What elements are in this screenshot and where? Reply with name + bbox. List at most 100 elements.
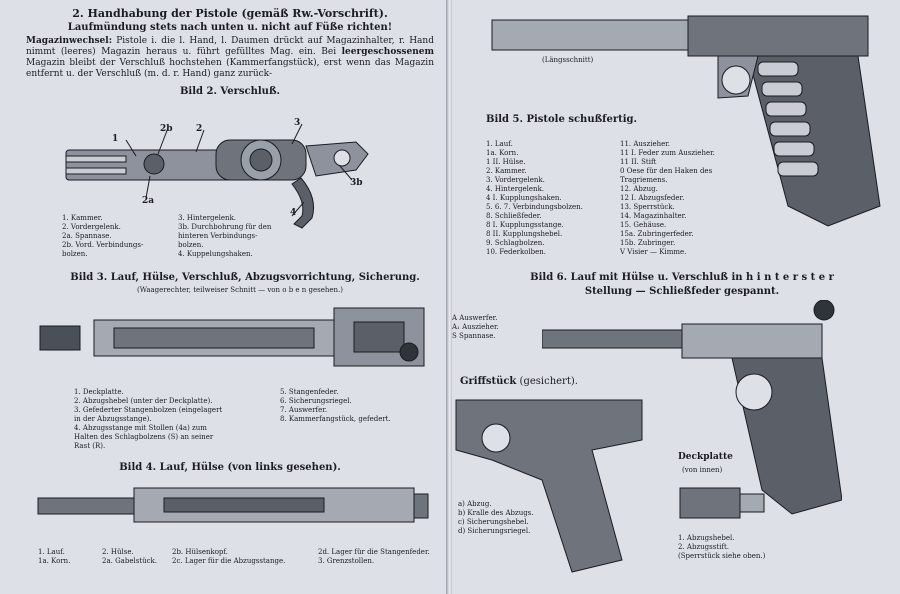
page-title: 2. Handhabung der Pistole (gemäß Rw.-Vor… <box>72 7 388 20</box>
griffstueck-caption-rest: (gesichert). <box>519 376 578 387</box>
paragraph-text-1: Pistole i. die l. Hand, l. Daumen drückt… <box>26 36 434 57</box>
legend-item <box>280 424 420 433</box>
deckplatte-legend: 1. Abzugshebel. 2. Abzugsstift. (Sperrst… <box>678 534 858 561</box>
legend-item: Tragriemens. <box>620 176 668 184</box>
bild2-label-1: 1 <box>112 134 119 144</box>
deckplatte-drawing <box>679 487 765 519</box>
griffstueck-caption: Griffstück (gesichert). <box>460 376 578 388</box>
bild6-pistol-drawing <box>542 300 842 515</box>
legend-item: 9. Schlagbolzen. <box>486 239 545 247</box>
bild6-caption-line2: Stellung — Schließfeder gespannt. <box>584 286 780 297</box>
legend-item: 0 Oese für den Haken des <box>620 167 713 175</box>
left-page: 2. Handhabung der Pistole (gemäß Rw.-Vor… <box>0 0 448 594</box>
magazine-paragraph: Magazinwechsel: Pistole i. die l. Hand, … <box>26 36 434 80</box>
bild2-label-2: 2 <box>196 124 203 134</box>
legend-item: 3. Grenzstollen. <box>318 557 375 565</box>
legend-item: 3. Hintergelenk. <box>178 214 237 222</box>
bild4-legend: 1. Lauf. 2. Hülse. 2b. Hülsenkopf. 2d. L… <box>38 548 438 566</box>
legend-item: S Spannase. <box>452 332 496 340</box>
legend-item: 2a. Spannase. <box>62 232 112 240</box>
legend-item: hinteren Verbindungs- <box>178 232 258 240</box>
legend-item: 2b. Hülsenkopf. <box>172 548 228 556</box>
bild1-label: (Längsschnitt) <box>542 56 594 64</box>
legend-item: 1. Lauf. <box>486 140 513 148</box>
legend-item: 14. Magazinhalter. <box>620 212 687 220</box>
paragraph-lead: Magazinwechsel: <box>26 36 113 46</box>
legend-item: 11. Auszieher. <box>620 140 671 148</box>
legend-item: 4. Abzugsstange mit Stollen (4a) zum <box>74 424 207 432</box>
legend-item: 11 II. Stift <box>620 158 657 166</box>
legend-item: 2. Abzugsstift. <box>678 543 729 551</box>
bild2-legend: 1. Kammer. 3. Hintergelenk. 2. Vordergel… <box>62 214 292 259</box>
bild2-bolt-drawing <box>65 123 369 229</box>
bild4-barrel-drawing <box>37 487 429 523</box>
legend-item: 11 I. Feder zum Auszieher. <box>620 149 715 157</box>
legend-item: 3b. Durchbohrung für den <box>178 223 272 231</box>
legend-item: 1. Lauf. <box>38 548 65 556</box>
bild2-label-2b: 2b <box>160 124 173 134</box>
gutter <box>446 0 454 594</box>
bild6-legend: A Auswerfer. A₁ Auszieher. S Spannase. <box>452 314 542 341</box>
bild3-caption: Bild 3. Lauf, Hülse, Verschluß, Abzugsvo… <box>70 272 420 283</box>
bild5-legend: 1. Lauf. 11. Auszieher. 1a. Korn. 11 I. … <box>486 140 756 257</box>
bild3-legend: 1. Deckplatte. 5. Stangenfeder. 2. Abzug… <box>74 388 414 451</box>
legend-item: bolzen. <box>62 250 88 258</box>
bild3-section-drawing <box>39 307 425 367</box>
bild5-caption: Bild 5. Pistole schußfertig. <box>486 114 638 125</box>
legend-item: 10. Federkolben. <box>486 248 546 256</box>
legend-item: 12. Abzug. <box>620 185 658 193</box>
legend-item: 1. Deckplatte. <box>74 388 124 396</box>
legend-item: 2b. Vord. Verbindungs- <box>62 241 144 249</box>
legend-item: a) Abzug. <box>458 500 492 508</box>
paragraph-bold: leergeschossenem <box>341 47 434 57</box>
legend-item: 2c. Lager für die Abzugsstange. <box>172 557 286 565</box>
bild1-pistol-section <box>491 15 881 227</box>
legend-item: 5. 6. 7. Verbindungsbolzen. <box>486 203 583 211</box>
legend-item: 8 I. Kupplungsstange. <box>486 221 564 229</box>
legend-item: 15. Gehäuse. <box>620 221 667 229</box>
bild2-label-2a: 2a <box>142 196 155 206</box>
legend-item: 2d. Lager für die Stangenfeder. <box>318 548 430 556</box>
legend-item: bolzen. <box>178 241 204 249</box>
legend-item: 4. Kuppelungshaken. <box>178 250 253 258</box>
legend-item: c) Sicherungshebel. <box>458 518 529 526</box>
legend-item: 12 I. Abzugsfeder. <box>620 194 685 202</box>
legend-item: A₁ Auszieher. <box>452 323 499 331</box>
legend-item: 4. Hintergelenk. <box>486 185 545 193</box>
bild2-caption: Bild 2. Verschluß. <box>179 86 281 97</box>
legend-item: 1 II. Hülse. <box>486 158 526 166</box>
legend-item: 8 II. Kupplungshebel. <box>486 230 563 238</box>
legend-item: 2. Kammer. <box>486 167 527 175</box>
legend-item: 8. Schließfeder. <box>486 212 542 220</box>
deckplatte-subcaption: (von innen) <box>682 466 723 474</box>
legend-item: V Visier — Kimme. <box>620 248 687 256</box>
legend-item: Halten des Schlagbolzens (S) an seiner <box>74 433 214 441</box>
right-page: (Längsschnitt) Bild 5. Pistole schußfert… <box>452 0 900 594</box>
paragraph-text-2: Magazin bleibt der Verschluß hochstehen … <box>26 58 434 79</box>
legend-item: 13. Sperrstück. <box>620 203 675 211</box>
legend-item: 5. Stangenfeder. <box>280 388 339 396</box>
legend-item: A Auswerfer. <box>452 314 498 322</box>
legend-item <box>280 442 420 451</box>
griffstueck-legend: a) Abzug. b) Kralle des Abzugs. c) Siche… <box>458 500 588 536</box>
legend-item: b) Kralle des Abzugs. <box>458 509 534 517</box>
legend-item: 6. Sicherungsriegel. <box>280 397 352 405</box>
legend-item: 1. Kammer. <box>62 214 103 222</box>
legend-item: 2. Vordergelenk. <box>62 223 121 231</box>
griffstueck-drawing <box>455 399 643 573</box>
legend-item: 2. Hülse. <box>102 548 134 556</box>
bild2-label-4: 4 <box>290 208 297 218</box>
legend-item: 3. Vordergelenk. <box>486 176 545 184</box>
legend-item: in der Abzugsstange). <box>74 415 152 423</box>
legend-item <box>280 433 420 442</box>
legend-item: Rast (R). <box>74 442 106 450</box>
legend-item: 3. Gefederter Stangenbolzen (eingelagert <box>74 406 223 414</box>
safety-warning: Laufmündung stets nach unten u. nicht au… <box>67 22 393 33</box>
legend-item: 4 I. Kupplungshaken. <box>486 194 562 202</box>
legend-item: 2a. Gabelstück. <box>102 557 158 565</box>
legend-item: 8. Kammerfangstück, gefedert. <box>280 415 391 423</box>
legend-item: 1a. Korn. <box>486 149 519 157</box>
legend-item: 15a. Zubringerfeder. <box>620 230 694 238</box>
legend-item: (Sperrstück siehe oben.) <box>678 552 766 560</box>
